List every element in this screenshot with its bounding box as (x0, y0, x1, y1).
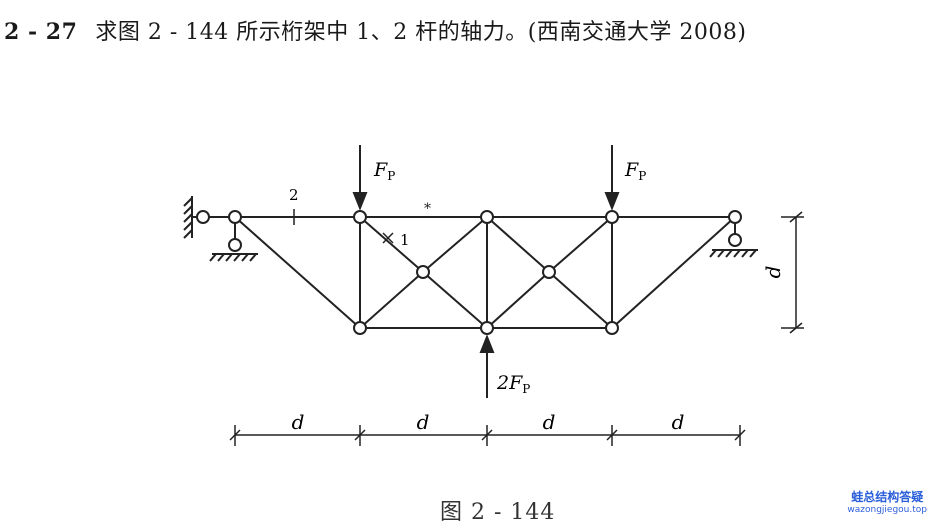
joint-h (353, 321, 367, 335)
span-label-1: d (292, 410, 305, 434)
truss-joints (196, 210, 742, 335)
load-left-label: FP (373, 159, 395, 183)
load-arrows (352, 145, 620, 398)
load-bottom-head (479, 334, 495, 353)
load-right-head (604, 192, 620, 211)
load-right-label: FP (624, 159, 646, 183)
joint-i (480, 321, 494, 335)
left-panel-rising (359, 271, 424, 329)
problem-text: 求图 2 - 144 所示桁架中 1、2 杆的轴力。(西南交通大学 2008) (95, 20, 747, 45)
member-2-label: 2 (289, 186, 299, 204)
joint-wall (196, 210, 210, 224)
right-end-diagonal (611, 216, 736, 329)
right-panel-rising (486, 271, 550, 329)
member-1-lower (422, 271, 488, 329)
right-ground-support (709, 249, 758, 258)
left-panel-rising-upper (422, 216, 488, 273)
problem-number: 2 - 27 (4, 19, 78, 45)
watermark-url: wazongjiegou.top (847, 505, 927, 515)
watermark-name: 蛙总结构答疑 (851, 490, 924, 504)
span-label-4: d (672, 410, 685, 434)
span-dimension (229, 425, 746, 446)
stray-mark: * (424, 201, 431, 217)
joint-b (353, 210, 367, 224)
joint-e (728, 210, 742, 224)
height-label: d (761, 266, 785, 279)
left-ground-support (209, 253, 258, 262)
joint-j (605, 321, 619, 335)
problem-statement: 2 - 27 求图 2 - 144 所示桁架中 1、2 杆的轴力。(西南交通大学 … (4, 14, 746, 46)
member-1-label: 1 (400, 231, 410, 249)
load-bottom-label: 2FP (496, 372, 530, 396)
joint-a (228, 210, 242, 224)
right-panel-falling-lower (548, 271, 613, 329)
joint-d (605, 210, 619, 224)
joint-g (542, 265, 556, 279)
joint-right-support (728, 233, 742, 247)
member-markers (293, 209, 394, 244)
member-1-cross-b (382, 232, 394, 244)
figure-caption: 图 2 - 144 (440, 500, 556, 525)
joint-f (416, 265, 430, 279)
left-end-diagonal (234, 216, 361, 329)
load-left-head (352, 192, 368, 211)
truss-members (203, 216, 736, 329)
joint-c (480, 210, 494, 224)
height-dimension (781, 211, 804, 334)
watermark: 蛙总结构答疑 wazongjiegou.top (847, 488, 927, 515)
member-1-upper (359, 216, 424, 273)
span-label-3: d (543, 410, 556, 434)
joint-left-support (228, 238, 242, 252)
right-panel-falling (486, 216, 550, 273)
span-label-2: d (417, 410, 430, 434)
right-panel-rising-upper (548, 216, 613, 273)
